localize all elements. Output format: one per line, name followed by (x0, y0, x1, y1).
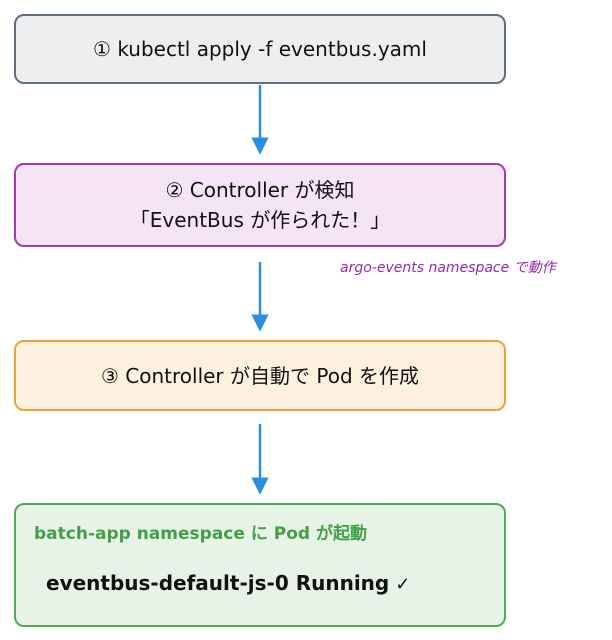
namespace-note: argo-events namespace で動作 (340, 260, 556, 276)
step2-line1: ② Controller が検知 (165, 178, 355, 202)
result-heading: batch-app namespace に Pod が起動 (34, 524, 367, 544)
result-box: batch-app namespace に Pod が起動 eventbus-d… (14, 503, 506, 627)
step2-box: ② Controller が検知 「EventBus が作られた！」 (14, 163, 506, 247)
step3-label: ③ Controller が自動で Pod を作成 (100, 363, 420, 388)
step1-box: ① kubectl apply -f eventbus.yaml (14, 14, 506, 84)
pod-status-text: eventbus-default-js-0 Running (46, 571, 390, 595)
step3-box: ③ Controller が自動で Pod を作成 (14, 340, 506, 411)
step2-line2: 「EventBus が作られた！」 (129, 208, 391, 232)
check-icon: ✓ (395, 574, 411, 595)
pod-status: eventbus-default-js-0 Running✓ (46, 571, 410, 595)
step1-label: ① kubectl apply -f eventbus.yaml (93, 37, 427, 61)
